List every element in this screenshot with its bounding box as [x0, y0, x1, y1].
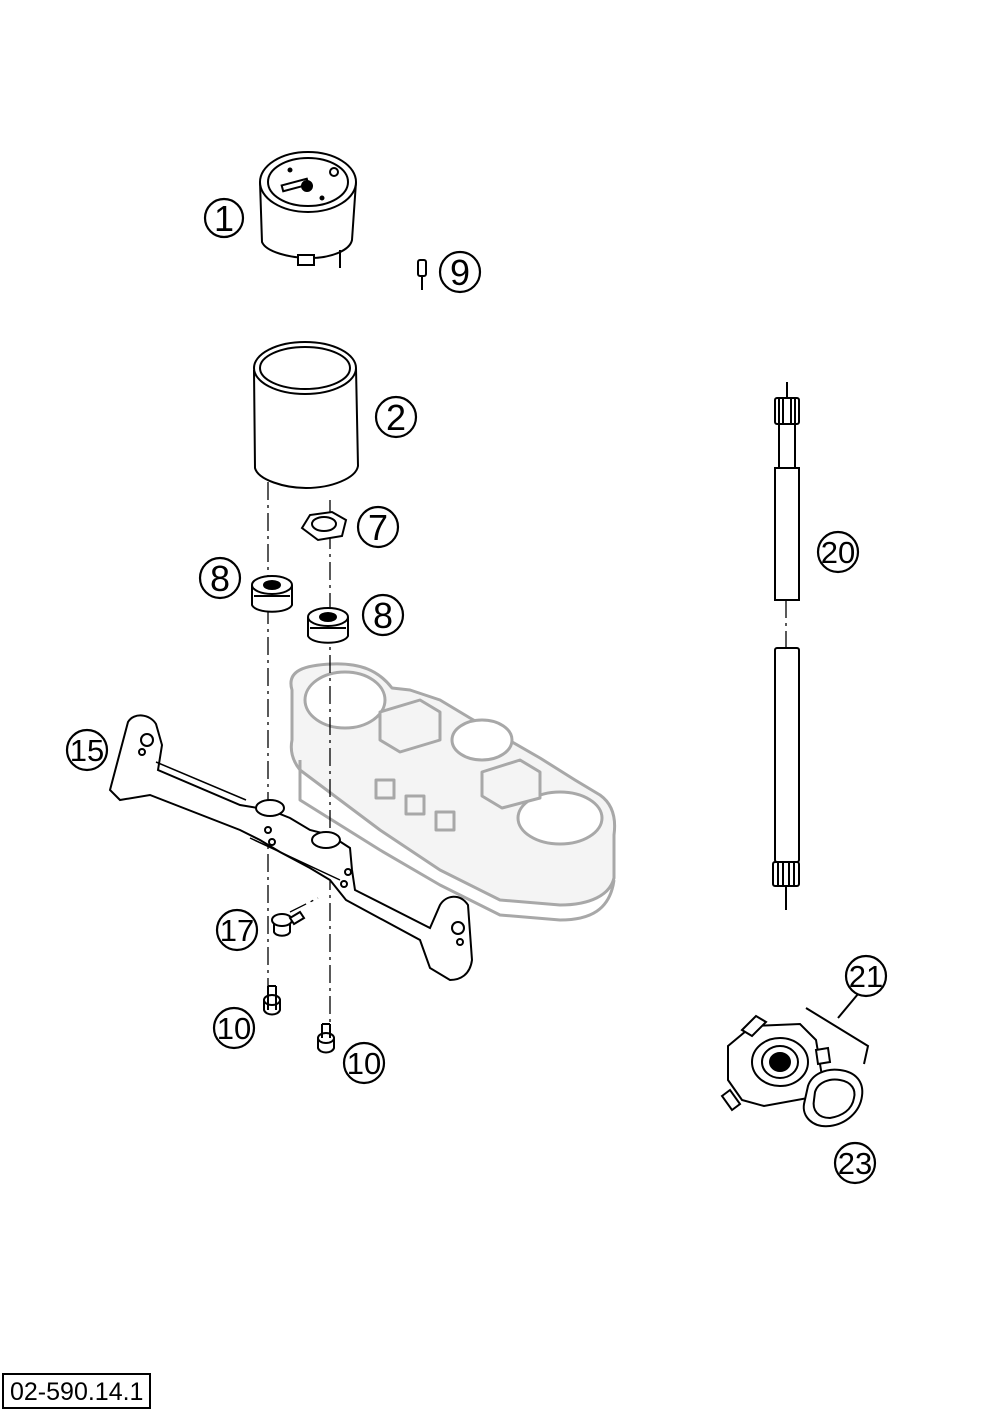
- callout-7: 7: [356, 505, 400, 549]
- svg-text:8: 8: [373, 595, 393, 636]
- svg-text:20: 20: [821, 535, 855, 570]
- assembly-center-lines: [267, 482, 787, 1025]
- callout-15: 15: [65, 728, 109, 772]
- instrument-bracket-part-15: [108, 714, 474, 982]
- rubber-grommet-part-8b: [307, 607, 349, 644]
- svg-text:10: 10: [347, 1046, 381, 1081]
- callout-8b: 8: [361, 593, 405, 637]
- gauge-sleeve-part-2: [253, 341, 360, 490]
- svg-text:23: 23: [838, 1146, 872, 1181]
- svg-text:15: 15: [70, 733, 104, 768]
- screw-part-10a: [263, 985, 281, 1016]
- callout-10b: 10: [342, 1041, 386, 1085]
- callout-1: 1: [203, 197, 245, 239]
- drawing-reference-code: 02-590.14.1: [2, 1373, 152, 1409]
- callout-23: 23: [833, 1141, 877, 1185]
- callout-8a: 8: [198, 556, 242, 600]
- svg-text:8: 8: [210, 558, 230, 599]
- svg-text:1: 1: [214, 198, 234, 239]
- svg-text:10: 10: [217, 1011, 251, 1046]
- svg-text:17: 17: [220, 913, 254, 948]
- flange-bolt-part-17: [271, 910, 306, 937]
- svg-text:9: 9: [450, 252, 470, 293]
- callout-20: 20: [816, 530, 860, 574]
- screw-part-10b: [317, 1023, 335, 1054]
- nut-part-7: [300, 510, 348, 542]
- speedometer-part-1: [259, 151, 357, 268]
- triple-clamp-ghost: [289, 662, 617, 922]
- part-21-group-bracket: [805, 993, 870, 1065]
- callout-17: 17: [215, 908, 259, 952]
- callout-9: 9: [438, 250, 482, 294]
- svg-text:7: 7: [368, 507, 388, 548]
- speedometer-cable-part-20: [772, 382, 800, 910]
- svg-text:21: 21: [849, 959, 883, 994]
- svg-text:2: 2: [386, 397, 406, 438]
- retaining-clip-part-23: [802, 1068, 864, 1128]
- callout-10a: 10: [212, 1006, 256, 1050]
- indicator-bulb-part-9: [417, 259, 427, 290]
- callout-21: 21: [844, 954, 888, 998]
- callout-2: 2: [374, 395, 418, 439]
- rubber-grommet-part-8a: [251, 575, 293, 613]
